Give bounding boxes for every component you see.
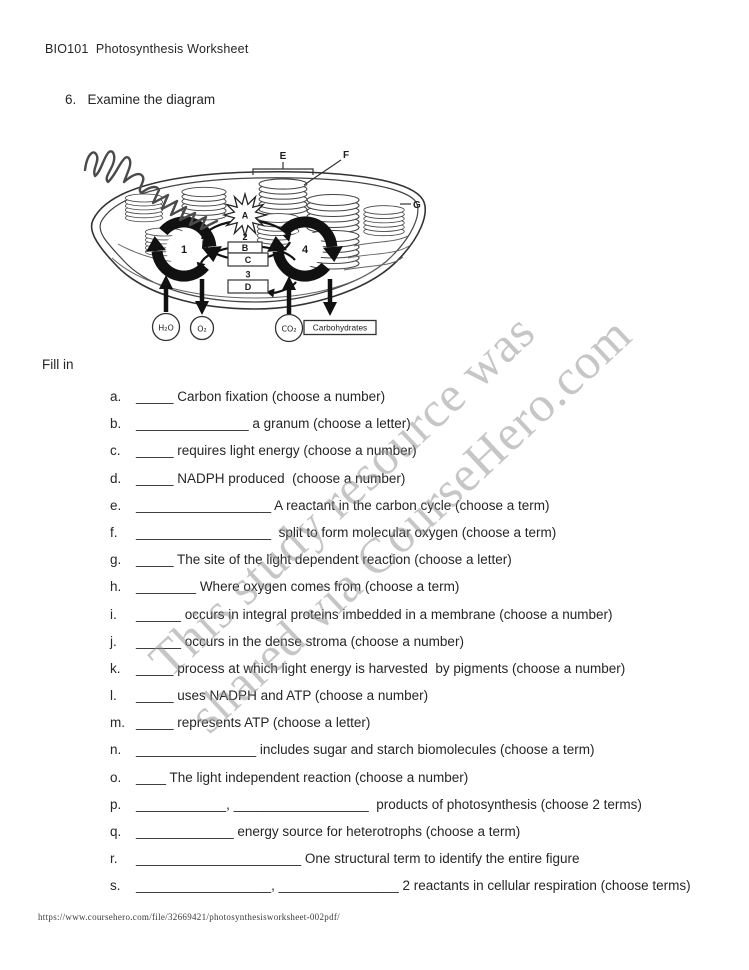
item-letter: h. [110, 579, 122, 595]
carbohydrates-label: Carbohydrates [313, 323, 367, 333]
worksheet-item: b. _______________ a granum (choose a let… [110, 417, 742, 431]
worksheet-item: o. ____ The light independent reaction (c… [110, 769, 742, 785]
worksheet-item: g. _____ The site of the light dependent … [110, 553, 742, 567]
item-text: __________________, ________________ 2 r… [136, 878, 691, 894]
item-text: _____ process at which light energy is h… [136, 660, 626, 676]
item-text: _____ Carbon fixation (choose a number) [136, 389, 386, 404]
label-e: E [280, 151, 287, 162]
label-c: C [245, 255, 252, 265]
worksheet-item: m. _____ represents ATP (choose a letter) [110, 716, 742, 730]
item-letter: s. [110, 878, 121, 894]
item-letter: b. [110, 416, 122, 432]
worksheet-item: f. __________________ split to form molec… [110, 524, 742, 540]
io-arrows [159, 275, 337, 316]
item-text: _____ NADPH produced (choose a number) [136, 470, 406, 486]
fill-in-label: Fill in [42, 357, 74, 372]
item-letter: i. [110, 606, 117, 622]
molecule-o2: O₂ [189, 315, 215, 341]
stroma-curve [111, 253, 395, 299]
item-letter: f. [110, 524, 118, 540]
co2-label: CO₂ [281, 325, 296, 334]
item-text: _______________ a granum (choose a lette… [136, 416, 411, 432]
item-text: ____ The light independent reaction (cho… [136, 769, 469, 785]
item-text: _____ requires light energy (choose a nu… [136, 443, 417, 459]
item-text: __________________ A reactant in the car… [136, 497, 550, 513]
item-letter: n. [110, 742, 122, 758]
item-text: ______ occurs in the dense stroma (choos… [136, 633, 464, 649]
item-letter: d. [110, 470, 122, 486]
item-letter: c. [110, 443, 121, 459]
item-text: _____ The site of the light dependent re… [136, 552, 512, 568]
label-d: D [245, 282, 252, 292]
item-letter: l. [110, 688, 117, 704]
chloroplast-diagram: 1 4 A 2 B C 3 D [83, 150, 426, 343]
cycle-4-number: 4 [302, 244, 309, 256]
worksheet-item: c. _____ requires light energy (choose a … [110, 444, 742, 458]
item-text: ________ Where oxygen comes from (choose… [136, 579, 460, 595]
item-letter: e. [110, 497, 122, 513]
molecule-h2o: H₂O [151, 312, 181, 342]
o2-label: O₂ [197, 325, 207, 334]
label-f: F [343, 150, 349, 161]
item-letter: k. [110, 660, 121, 676]
box-d: D [227, 279, 269, 294]
label-g: G [413, 200, 421, 211]
item-letter: o. [110, 769, 122, 785]
box-b: B [227, 241, 263, 254]
item-text: ________________ includes sugar and star… [136, 742, 595, 758]
item-text: _____ represents ATP (choose a letter) [136, 715, 371, 731]
item-letter: j. [110, 633, 117, 649]
item-text: ______ occurs in integral proteins imbed… [136, 606, 613, 622]
item-letter: m. [110, 715, 125, 731]
item-letter: g. [110, 552, 122, 568]
label-a: A [242, 211, 249, 221]
worksheet-item: s. __________________, ________________ 2… [110, 879, 742, 893]
item-letter: q. [110, 824, 122, 839]
item-text: ____________, __________________ product… [136, 796, 642, 812]
light-squiggle [83, 150, 219, 231]
worksheet-item: h. ________ Where oxygen comes from (choo… [110, 580, 742, 594]
item-letter: p. [110, 796, 122, 812]
worksheet-item: q. _____________ energy source for hetero… [110, 825, 742, 839]
box-c: C [227, 252, 269, 267]
page-title: BIO101 Photosynthesis Worksheet [45, 42, 249, 56]
callout-f: F [303, 150, 349, 186]
worksheet-item: a. _____ Carbon fixation (choose a number… [110, 390, 742, 404]
cycle-1-number: 1 [181, 244, 187, 256]
worksheet-item: p. ____________, __________________ produ… [110, 796, 742, 812]
worksheet-item: k. _____ process at which light energy is… [110, 660, 742, 676]
item-text: _____________ energy source for heterotr… [136, 824, 521, 839]
worksheet-item: d. _____ NADPH produced (choose a number) [110, 470, 742, 486]
question-line: 6. Examine the diagram [65, 92, 216, 107]
callout-g: G [400, 200, 421, 211]
worksheet-item: r. ______________________ One structural … [110, 852, 742, 866]
worksheet-item: l. _____ uses NADPH and ATP (choose a num… [110, 689, 742, 703]
worksheet-item: n. ________________ includes sugar and st… [110, 743, 742, 757]
worksheet-item: j. ______ occurs in the dense stroma (cho… [110, 633, 742, 649]
item-text: _____ uses NADPH and ATP (choose a numbe… [136, 688, 429, 704]
label-2: 2 [242, 232, 247, 242]
molecule-co2: CO₂ [274, 313, 304, 343]
carbohydrates-box: Carbohydrates [303, 319, 377, 336]
worksheet-items: a. _____ Carbon fixation (choose a number… [110, 390, 742, 907]
starburst-a: A [221, 191, 269, 239]
h2o-label: H₂O [158, 324, 174, 333]
label-3: 3 [245, 270, 250, 280]
worksheet-item: i. ______ occurs in integral proteins imb… [110, 606, 742, 622]
item-text: __________________ split to form molecul… [136, 524, 557, 540]
cycle-1-arrow: 1 [146, 216, 222, 282]
item-text: ______________________ One structural te… [136, 851, 580, 867]
callout-e: E [252, 151, 314, 175]
item-letter: a. [110, 389, 122, 404]
label-b: B [242, 243, 249, 253]
item-letter: r. [110, 851, 118, 867]
inner-membrane [99, 177, 419, 303]
source-url: https://www.coursehero.com/file/32669421… [38, 912, 340, 922]
worksheet-item: e. __________________ A reactant in the c… [110, 497, 742, 513]
